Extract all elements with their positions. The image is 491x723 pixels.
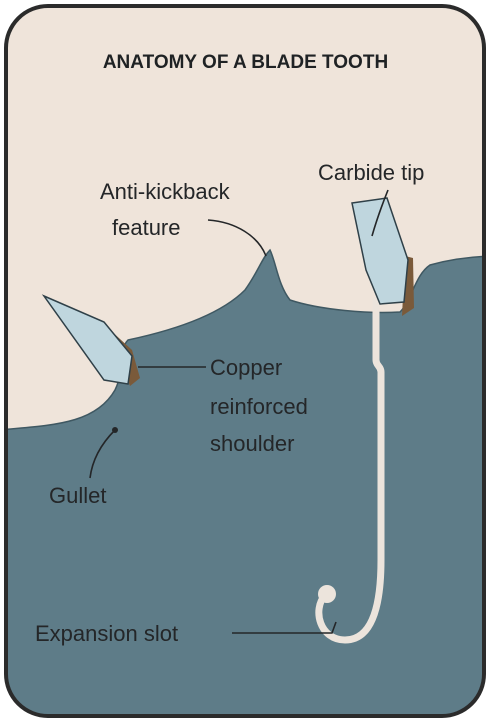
label-copper-line1: Copper	[210, 354, 282, 381]
label-carbide-tip: Carbide tip	[318, 159, 424, 186]
label-expansion-slot: Expansion slot	[35, 620, 178, 647]
label-gullet: Gullet	[49, 482, 106, 509]
diagram-title: ANATOMY OF A BLADE TOOTH	[0, 52, 491, 74]
label-copper-line3: shoulder	[210, 430, 294, 457]
label-copper-line2: reinforced	[210, 393, 308, 420]
expansion-slot-end	[318, 585, 336, 603]
label-anti-kickback-line2: feature	[112, 214, 181, 241]
label-anti-kickback-line1: Anti-kickback	[100, 178, 230, 205]
